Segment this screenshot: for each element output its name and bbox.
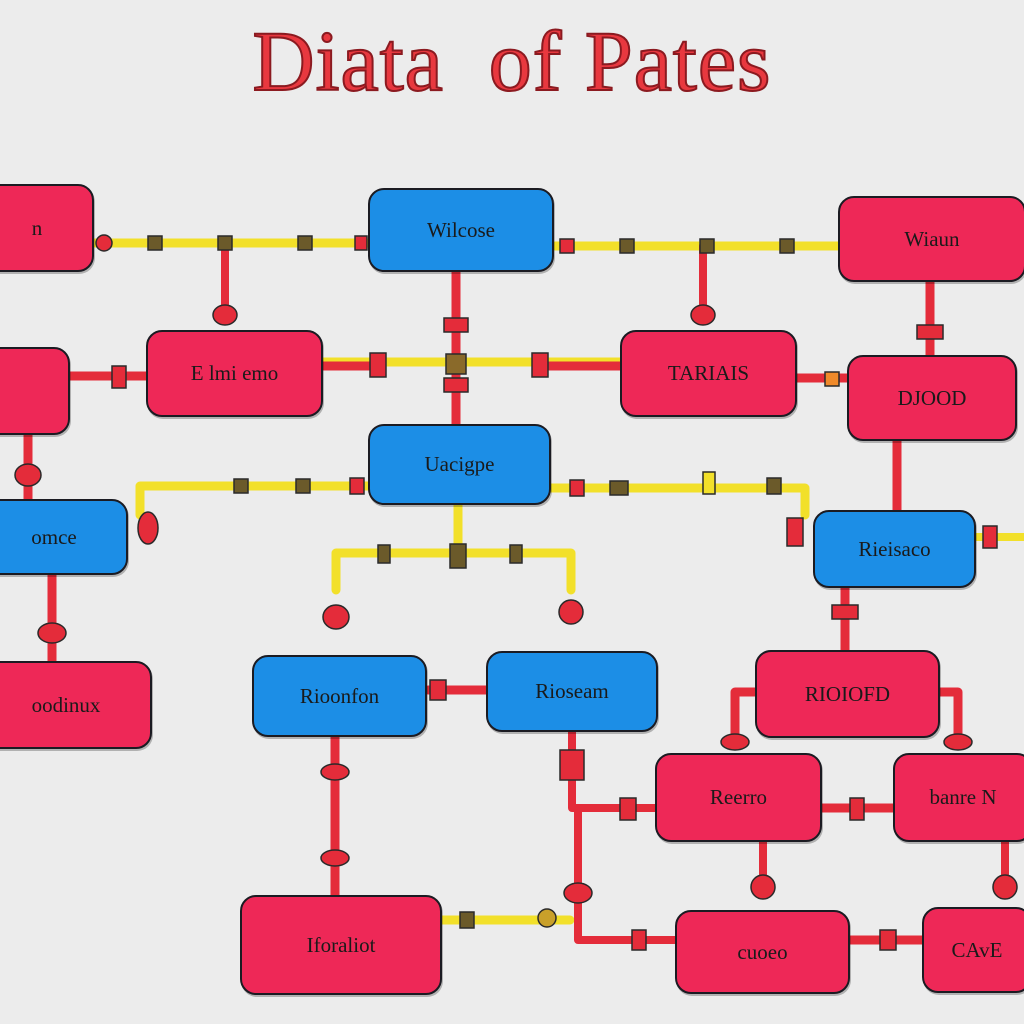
node-n14[interactable]: RIOIOFD bbox=[755, 650, 940, 738]
valve-fitting bbox=[702, 471, 716, 495]
node-n16[interactable]: banre N bbox=[893, 753, 1024, 842]
node-n19[interactable]: CAvE bbox=[922, 907, 1024, 993]
valve-fitting bbox=[369, 352, 387, 378]
valve-fitting bbox=[449, 543, 467, 569]
valve-fitting bbox=[563, 882, 593, 904]
connector-n14-n15 bbox=[730, 687, 760, 747]
node-n17[interactable]: Iforaliot bbox=[240, 895, 442, 995]
node-label: Rioonfon bbox=[299, 683, 380, 708]
node-label: E lmi emo bbox=[190, 361, 279, 385]
node-label: DJOOD bbox=[897, 385, 967, 410]
node-label: CAvE bbox=[951, 937, 1003, 962]
node-label: TARIAIS bbox=[667, 361, 750, 385]
node-n9[interactable]: omce bbox=[0, 499, 128, 575]
node-n4[interactable] bbox=[0, 347, 70, 435]
connector-n8-n9 bbox=[135, 481, 373, 520]
node-n8[interactable]: Uacigpe bbox=[368, 424, 551, 505]
node-label: Reerro bbox=[709, 785, 768, 809]
node-label: Rioseam bbox=[535, 679, 609, 703]
node-n12[interactable]: Rioonfon bbox=[252, 655, 427, 737]
node-n18[interactable]: cuoeo bbox=[675, 910, 850, 994]
valve-fitting bbox=[619, 797, 637, 821]
valve-fitting bbox=[750, 874, 776, 900]
node-label: n bbox=[31, 215, 43, 240]
node-n1[interactable]: n bbox=[0, 184, 94, 272]
connector-n8-n10 bbox=[546, 483, 810, 520]
valve-fitting bbox=[445, 353, 467, 375]
valve-fitting bbox=[831, 604, 859, 620]
valve-fitting bbox=[559, 238, 575, 254]
valve-fitting bbox=[377, 544, 391, 564]
node-label: Rieisaco bbox=[858, 536, 931, 561]
valve-fitting bbox=[111, 365, 127, 389]
connector-n14-n16 bbox=[935, 687, 963, 747]
valve-fitting bbox=[14, 463, 42, 487]
valve-fitting bbox=[320, 849, 350, 867]
node-n10[interactable]: Rieisaco bbox=[813, 510, 976, 588]
node-n7[interactable]: DJOOD bbox=[847, 355, 1017, 441]
valve-fitting bbox=[217, 235, 233, 251]
node-n11[interactable]: oodinux bbox=[0, 661, 152, 749]
valve-fitting bbox=[558, 599, 584, 625]
valve-fitting bbox=[609, 480, 629, 496]
valve-fitting bbox=[699, 238, 715, 254]
node-label: cuoeo bbox=[737, 939, 788, 964]
valve-fitting bbox=[147, 235, 163, 251]
valve-fitting bbox=[322, 604, 350, 630]
valve-fitting bbox=[916, 324, 944, 340]
valve-fitting bbox=[297, 235, 313, 251]
node-label: oodinux bbox=[31, 692, 101, 717]
valve-fitting bbox=[619, 238, 635, 254]
valve-fitting bbox=[531, 352, 549, 378]
pipe-fittings bbox=[14, 234, 1018, 951]
valve-fitting bbox=[443, 377, 469, 393]
valve-fitting bbox=[537, 908, 557, 928]
valve-fitting bbox=[233, 478, 249, 494]
valve-fitting bbox=[690, 304, 716, 326]
node-label: omce bbox=[31, 524, 77, 549]
valve-fitting bbox=[459, 911, 475, 929]
node-label: Iforaliot bbox=[306, 932, 376, 957]
node-n13[interactable]: Rioseam bbox=[486, 651, 658, 732]
node-n3[interactable]: Wiaun bbox=[838, 196, 1024, 282]
valve-fitting bbox=[720, 733, 750, 751]
valve-fitting bbox=[631, 929, 647, 951]
valve-fitting bbox=[559, 749, 585, 781]
valve-fitting bbox=[569, 479, 585, 497]
valve-fitting bbox=[137, 511, 159, 545]
valve-fitting bbox=[509, 544, 523, 564]
valve-fitting bbox=[295, 478, 311, 494]
node-label: Uacigpe bbox=[424, 452, 495, 476]
node-n2[interactable]: Wilcose bbox=[368, 188, 554, 272]
valve-fitting bbox=[943, 733, 973, 751]
node-label: Wilcose bbox=[427, 217, 495, 242]
node-n15[interactable]: Reerro bbox=[655, 753, 822, 842]
node-label: Wiaun bbox=[904, 226, 960, 251]
valve-fitting bbox=[354, 235, 368, 251]
valve-fitting bbox=[879, 929, 897, 951]
valve-fitting bbox=[992, 874, 1018, 900]
valve-fitting bbox=[212, 304, 238, 326]
valve-fitting bbox=[849, 797, 865, 821]
valve-fitting bbox=[786, 517, 804, 547]
valve-fitting bbox=[766, 477, 782, 495]
valve-fitting bbox=[349, 477, 365, 495]
valve-fitting bbox=[320, 763, 350, 781]
valve-fitting bbox=[779, 238, 795, 254]
node-n5[interactable]: E lmi emo bbox=[146, 330, 323, 417]
valve-fitting bbox=[429, 679, 447, 701]
diagram-title: Diata of Pates bbox=[252, 13, 772, 109]
valve-fitting bbox=[37, 622, 67, 644]
node-n6[interactable]: TARIAIS bbox=[620, 330, 797, 417]
valve-fitting bbox=[824, 371, 840, 387]
node-label: banre N bbox=[929, 785, 997, 809]
valve-fitting bbox=[95, 234, 113, 252]
valve-fitting bbox=[443, 317, 469, 333]
valve-fitting bbox=[982, 525, 998, 549]
node-label: RIOIOFD bbox=[804, 681, 891, 706]
